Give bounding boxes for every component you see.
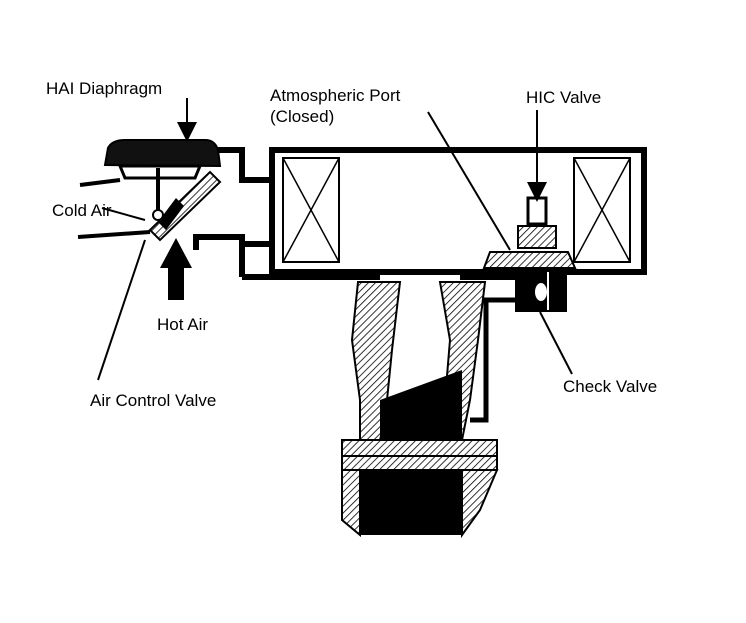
hic-valve-label: HIC Valve [526,88,601,107]
snorkel-duct [193,147,520,280]
vacuum-line [470,297,515,423]
hic-valve-assembly [482,196,577,312]
hot-air-label: Hot Air [157,315,208,334]
air-cleaner-housing [269,147,647,275]
air-control-valve-flap [148,170,222,242]
hot-air-arrow [160,238,192,300]
atmospheric-port-state-label: (Closed) [270,107,334,126]
carburetor-body [341,281,499,539]
check-valve-label: Check Valve [563,377,657,396]
cold-air-label: Cold Air [52,201,112,220]
atmospheric-port-label: Atmospheric Port [270,86,401,105]
hai-diaphragm [77,139,222,239]
hai-diaphragm-label: HAI Diaphragm [46,79,162,98]
air-control-valve-label: Air Control Valve [90,391,216,410]
leader-lines [97,98,573,381]
